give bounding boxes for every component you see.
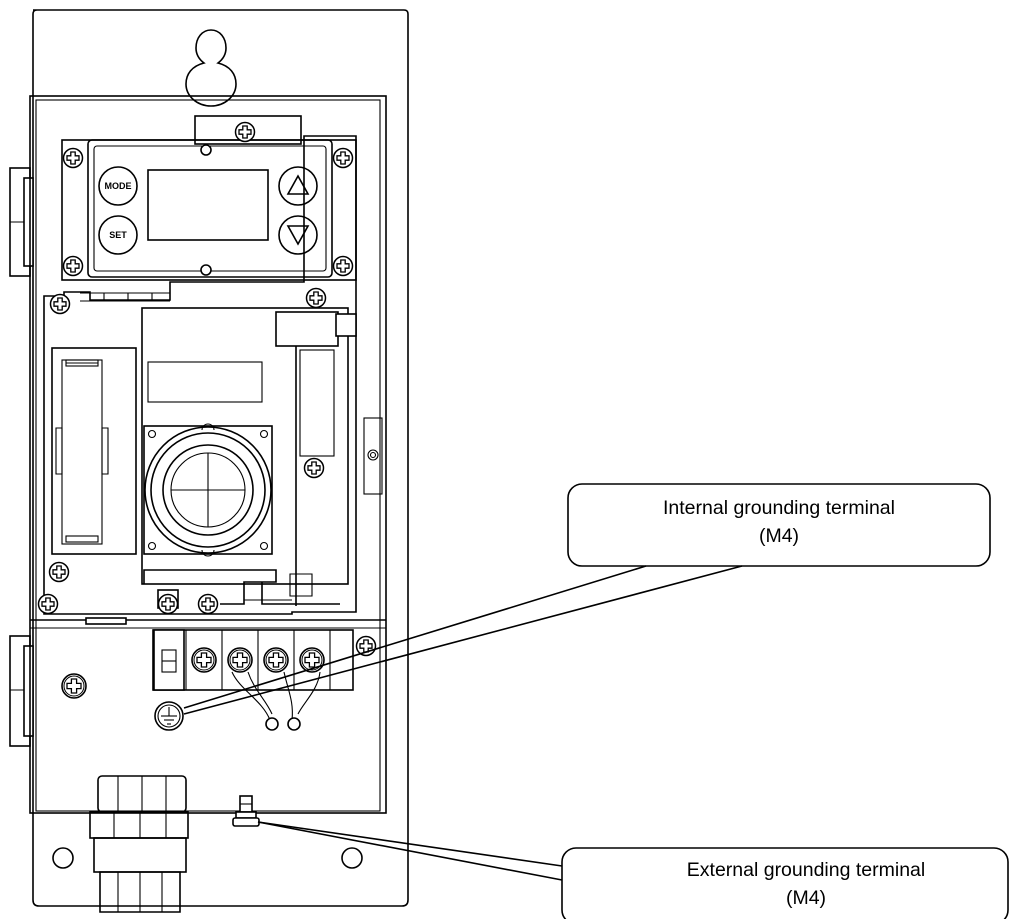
mounting-plate (32, 9, 409, 907)
cable-gland (89, 775, 189, 913)
internal-callout-leader (183, 565, 743, 715)
external-callout-spec: (M4) (786, 887, 826, 909)
set-button-label: SET (109, 230, 127, 240)
control-panel: MODE SET (61, 139, 357, 281)
up-arrow-icon (286, 174, 310, 195)
ground-icon (161, 707, 177, 725)
external-callout-title: External grounding terminal (687, 859, 925, 881)
terminal-block (152, 629, 377, 731)
keyhole-slot (185, 29, 237, 107)
external-grounding-terminal (232, 795, 260, 827)
external-grounding-callout: External grounding terminal (M4) (561, 847, 1009, 919)
internal-grounding-callout: Internal grounding terminal (M4) (567, 483, 991, 567)
mount-hole-left (52, 847, 74, 869)
external-callout-leader (257, 821, 563, 881)
down-button[interactable] (278, 215, 318, 255)
internal-grounding-terminal (154, 701, 184, 731)
mount-hole-right (341, 847, 363, 869)
set-button[interactable]: SET (98, 215, 138, 255)
down-arrow-icon (286, 225, 310, 246)
display-screen (147, 169, 269, 241)
sensor-assembly (141, 307, 357, 609)
hinge-upper (9, 167, 34, 277)
internal-callout-spec: (M4) (759, 525, 799, 547)
internal-callout-title: Internal grounding terminal (663, 497, 895, 519)
inner-plate (43, 115, 357, 615)
battery-holder (51, 347, 137, 555)
mode-button[interactable]: MODE (98, 166, 138, 206)
mode-button-label: MODE (105, 181, 132, 191)
terminal-switch (153, 629, 185, 691)
enclosure (29, 95, 387, 814)
up-button[interactable] (278, 166, 318, 206)
